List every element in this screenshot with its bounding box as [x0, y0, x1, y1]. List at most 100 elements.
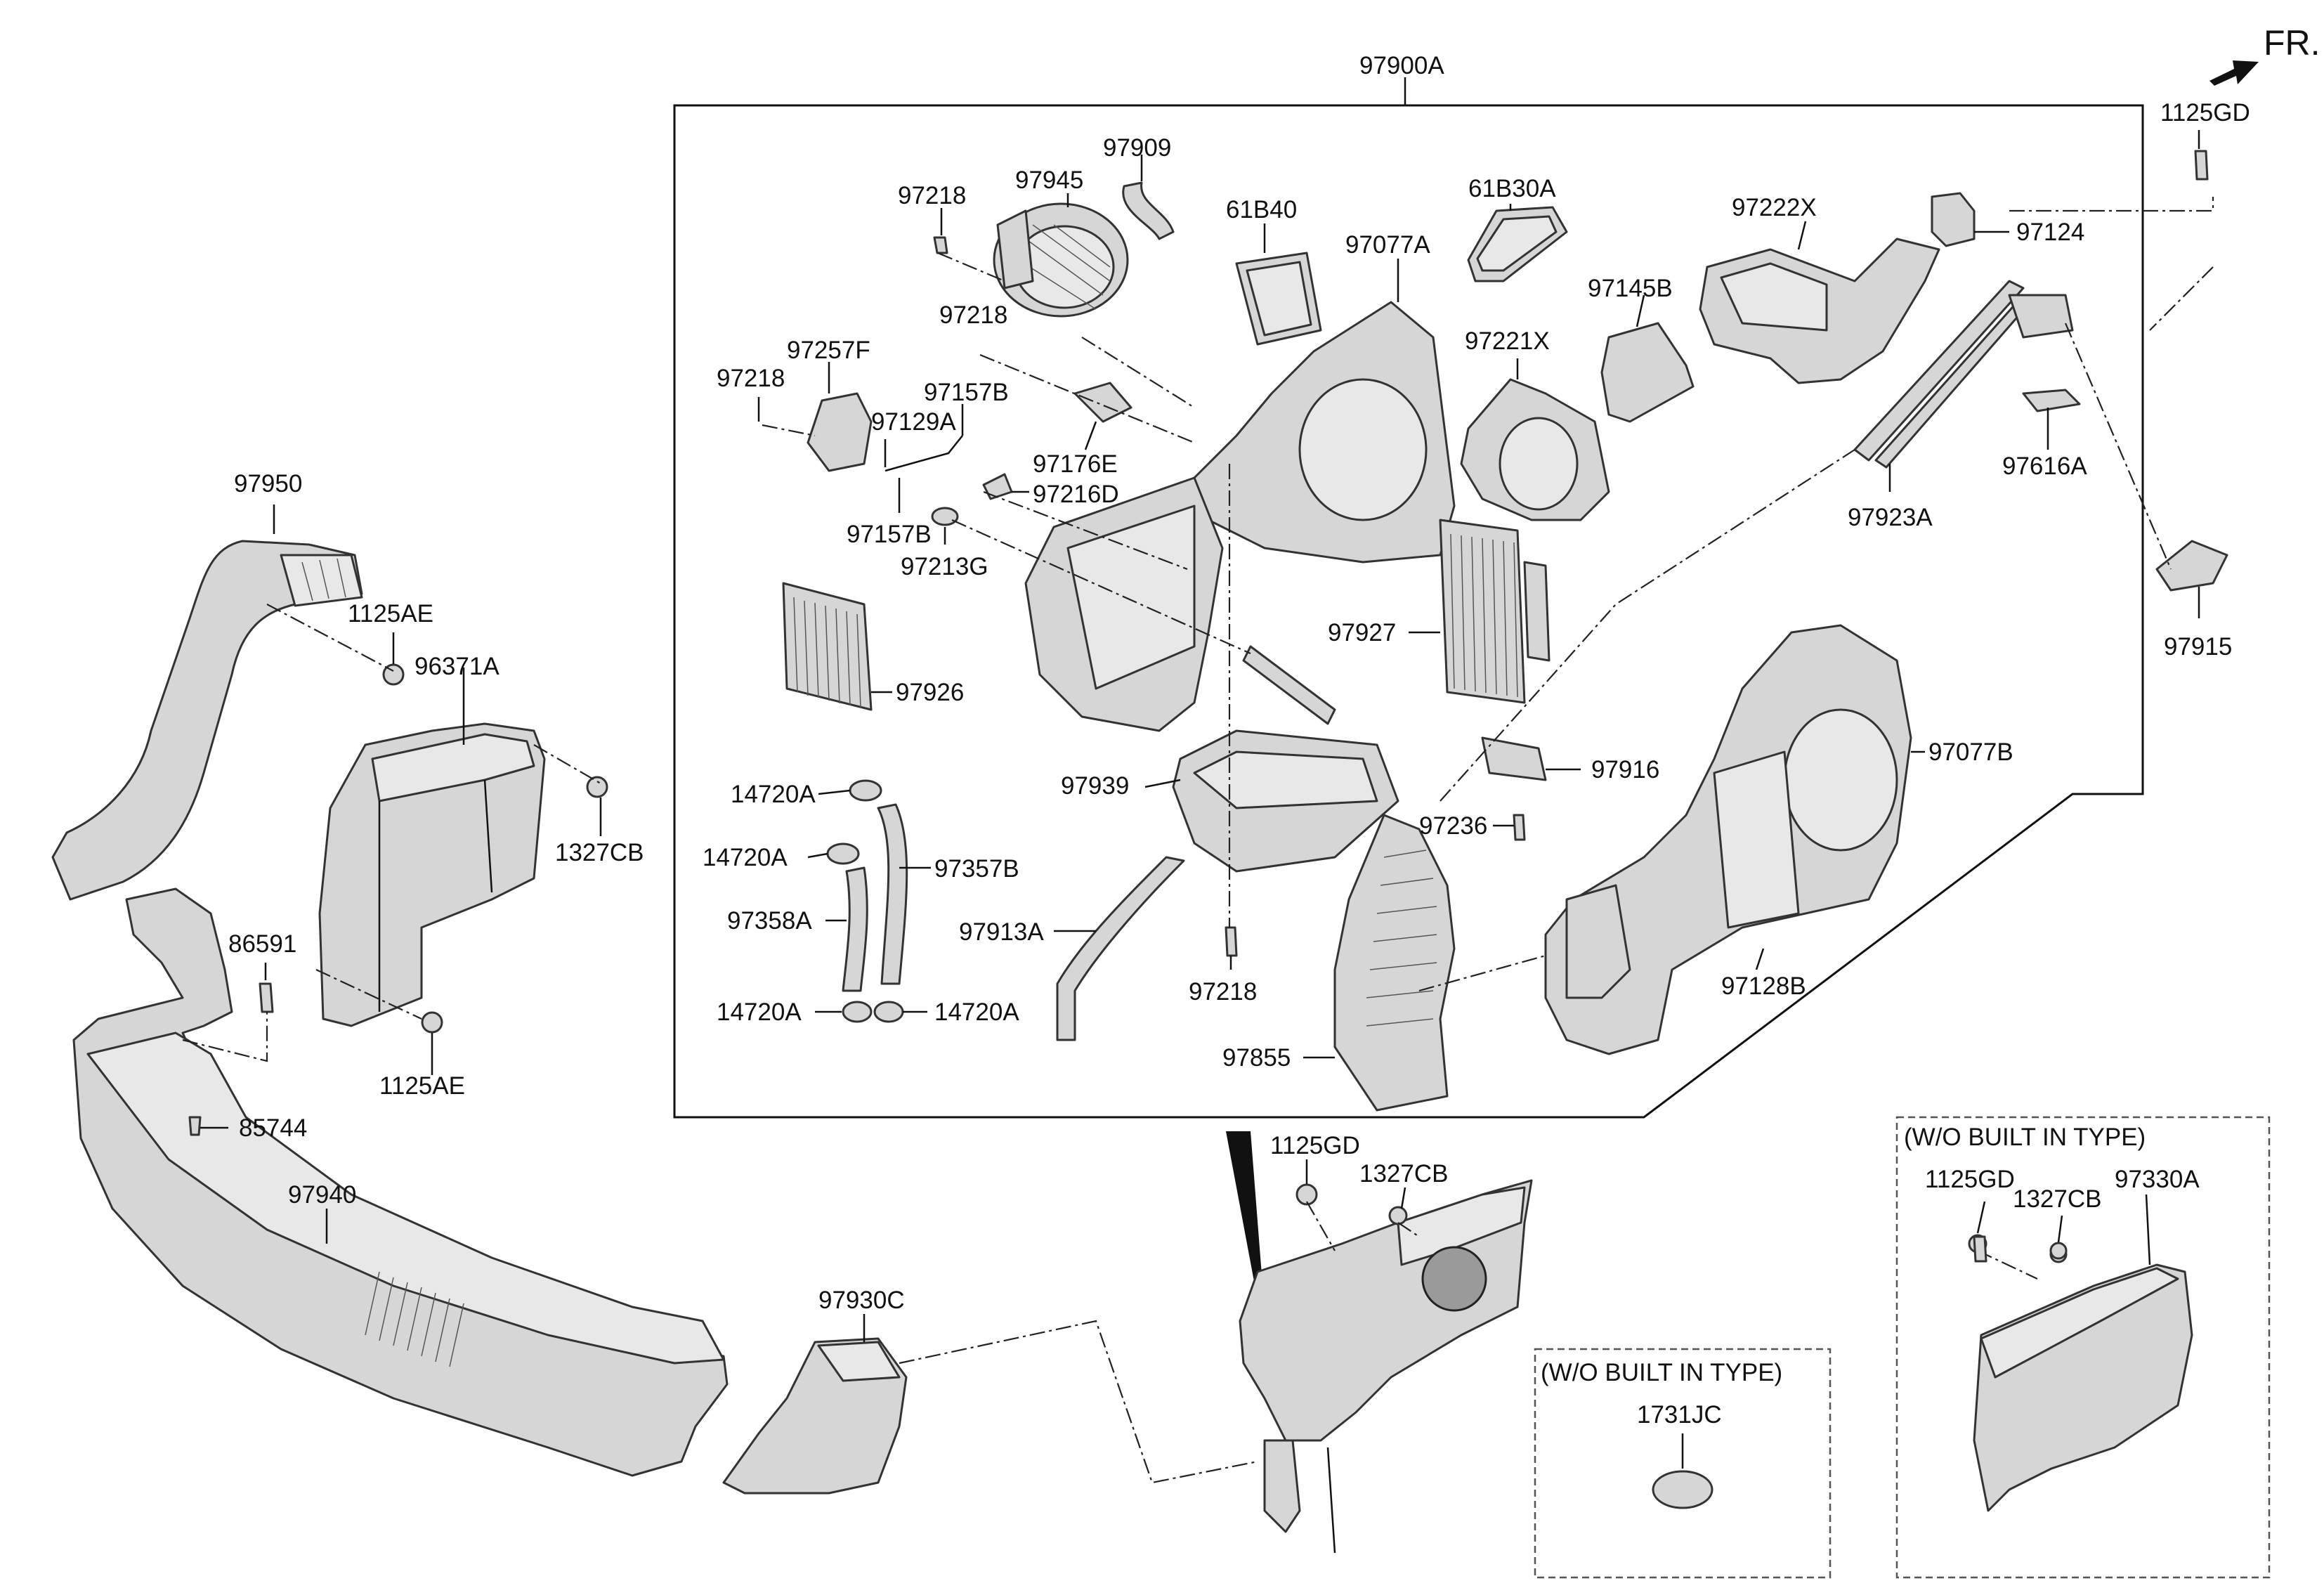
heater-core-97927: [1439, 519, 1551, 704]
label-85744: 85744: [239, 1114, 307, 1142]
lever-97216D: [982, 473, 1013, 500]
duct-cover-96371A: [318, 722, 546, 1027]
label-97916: 97916: [1591, 756, 1659, 783]
filter-97926: [782, 582, 873, 711]
drain-hose-97913A: [1056, 856, 1185, 1041]
floor-duct-97940: [72, 887, 729, 1477]
label-97927: 97927: [1328, 619, 1396, 646]
rear-duct-97950: [51, 540, 363, 901]
label-97218: 97218: [939, 301, 1007, 329]
linkage-97129A: [884, 435, 963, 472]
label-97330A: 97330A: [2115, 1166, 2200, 1193]
label-97222X: 97222X: [1732, 194, 1817, 221]
label-1125GD: 1125GD: [2160, 99, 2250, 126]
variant-small-title: (W/O BUILT IN TYPE): [1541, 1359, 1782, 1386]
screw-97218-top: [933, 236, 948, 254]
label-97945: 97945: [1015, 167, 1083, 194]
bolts-left: [188, 663, 608, 1136]
bracket-97915: [2155, 540, 2228, 592]
label-1327CB: 1327CB: [2013, 1185, 2101, 1213]
duct-97222X: [1699, 237, 1940, 384]
label-86591: 86591: [228, 930, 296, 958]
label-97145B: 97145B: [1588, 275, 1673, 302]
label-1327CB: 1327CB: [1359, 1160, 1448, 1187]
label-97124: 97124: [2016, 219, 2084, 246]
label-97077A: 97077A: [1345, 231, 1430, 259]
case-97221X: [1460, 378, 1610, 521]
label-97218: 97218: [717, 365, 785, 392]
label-97930C: 97930C: [818, 1287, 905, 1314]
label-61B30A: 61B30A: [1468, 175, 1556, 202]
resistor-97176E: [1073, 382, 1132, 423]
label-97157B: 97157B: [847, 521, 932, 548]
label-97950: 97950: [234, 470, 302, 497]
part-labels: 97218 97945 97909 97218 61B40 97077A 61B…: [228, 99, 2250, 1428]
main-assembly-frame: [673, 77, 2144, 1119]
upper-case-97077A: [1024, 301, 1456, 732]
label-97236: 97236: [1419, 812, 1487, 840]
rod-97923A: [1853, 280, 2074, 469]
lower-case-97077B: [1544, 624, 1912, 1055]
variant-box-small: [1534, 1348, 1832, 1579]
label-97915: 97915: [2164, 633, 2232, 660]
screw-97218-lower: [1225, 926, 1238, 957]
label-14720A: 14720A: [934, 998, 1019, 1026]
label-97157B: 97157B: [924, 379, 1009, 406]
label-97939: 97939: [1061, 772, 1129, 800]
label-14720A: 14720A: [717, 998, 802, 1026]
label-97926: 97926: [896, 679, 964, 706]
label-1125GD: 1125GD: [1925, 1166, 2015, 1193]
label-97213G: 97213G: [901, 553, 988, 580]
clip-97616A: [2022, 389, 2081, 412]
variant-large-title: (W/O BUILT IN TYPE): [1904, 1124, 2146, 1151]
label-1125AE: 1125AE: [348, 600, 433, 627]
gasket-61B40: [1235, 252, 1322, 346]
label-97221X: 97221X: [1465, 327, 1550, 355]
main-assembly-label: 97900A: [1359, 52, 1444, 79]
duct-97930C: [722, 1337, 908, 1495]
label-97257F: 97257F: [787, 337, 870, 364]
connection-lines: [182, 197, 2214, 1484]
duct-97855: [1333, 814, 1456, 1112]
label-97909: 97909: [1103, 134, 1171, 162]
label-97216D: 97216D: [1033, 481, 1119, 508]
front-direction-arrow: [2209, 60, 2259, 86]
fitting-97213G: [931, 507, 959, 526]
label-97176E: 97176E: [1033, 450, 1118, 478]
hose-97357B: [877, 803, 908, 985]
actuator-97257F: [807, 392, 873, 472]
label-1125AE: 1125AE: [379, 1072, 465, 1100]
label-1125GD: 1125GD: [1270, 1132, 1360, 1159]
label-97855: 97855: [1222, 1044, 1291, 1072]
label-97616A: 97616A: [2002, 453, 2087, 480]
label-97913A: 97913A: [959, 918, 1044, 946]
bracket-97145B: [1600, 322, 1695, 423]
hose-97358A: [842, 866, 868, 992]
gasket-61B30A: [1467, 206, 1568, 282]
rod-cable: [1242, 645, 1336, 725]
label-1327CB: 1327CB: [555, 839, 644, 866]
leader-lines: [200, 130, 2200, 1342]
label-97357B: 97357B: [934, 855, 1019, 883]
hvac-case-assembly: [1226, 1131, 1533, 1554]
label-97923A: 97923A: [1848, 504, 1933, 531]
front-direction-label: FR.: [2264, 23, 2320, 63]
hose-clamps-14720A: [826, 779, 904, 1023]
label-97218: 97218: [898, 182, 966, 209]
label-97077B: 97077B: [1928, 738, 2013, 766]
drain-pan-97939: [1172, 729, 1399, 873]
label-97940: 97940: [288, 1181, 356, 1209]
label-97129A: 97129A: [871, 408, 956, 436]
label-96371A: 96371A: [414, 653, 500, 680]
variant-box-large: [1895, 1116, 2271, 1579]
label-1731JC: 1731JC: [1637, 1401, 1722, 1428]
screw-97236: [1513, 814, 1526, 841]
label-14720A: 14720A: [703, 844, 788, 871]
label-97218: 97218: [1189, 978, 1257, 1005]
label-14720A: 14720A: [731, 781, 816, 808]
label-97358A: 97358A: [727, 907, 812, 935]
actuator-97124: [1931, 192, 1976, 247]
blower-motor-97945: [993, 202, 1129, 318]
label-61B40: 61B40: [1226, 196, 1297, 223]
